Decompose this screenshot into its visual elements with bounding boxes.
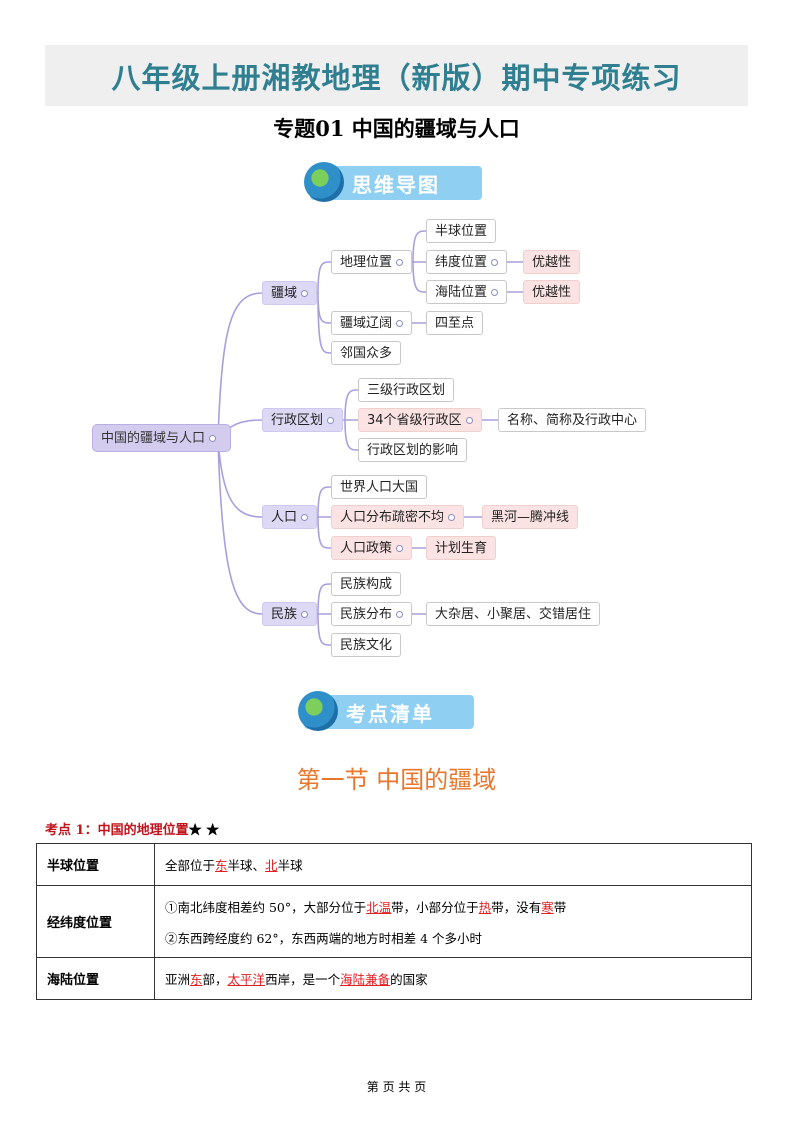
- page-header: 八年级上册湘教地理（新版）期中专项练习: [45, 45, 748, 106]
- mindmap-root[interactable]: 中国的疆域与人口: [92, 424, 231, 452]
- answer: 东: [190, 972, 203, 987]
- node-banqiu[interactable]: 半球位置: [426, 219, 497, 243]
- globe-icon: [298, 691, 338, 731]
- collapse-icon[interactable]: [396, 259, 404, 266]
- kaodian-heading: 考点 1：中国的地理位置★ ★: [45, 819, 219, 838]
- star-rating: ★ ★: [188, 823, 220, 838]
- collapse-icon[interactable]: [491, 289, 499, 296]
- banner-label: 考点清单: [346, 701, 434, 726]
- collapse-icon[interactable]: [301, 514, 309, 521]
- geo-position-table: 半球位置 全部位于东半球、北半球 经纬度位置 ①南北纬度相差约 50°，大部分位…: [36, 843, 752, 1000]
- node-label: 疆域: [271, 286, 298, 301]
- answer: 北温: [366, 899, 392, 915]
- mindmap-banner: 思维导图: [304, 162, 482, 202]
- node-heihe[interactable]: 黑河—腾冲线: [482, 505, 579, 529]
- row-value: 亚洲东部，太平洋西岸，是一个海陆兼备的国家: [154, 957, 752, 1000]
- answer: 北: [265, 858, 278, 873]
- node-youyue-2[interactable]: 优越性: [523, 280, 581, 304]
- connector: [217, 292, 263, 439]
- answer: 海陆兼备: [340, 972, 391, 987]
- node-label: 纬度位置: [435, 255, 488, 270]
- row-key: 半球位置: [36, 843, 155, 886]
- connector: [217, 437, 263, 518]
- node-weidu[interactable]: 纬度位置: [426, 250, 508, 274]
- node-label: 海陆位置: [435, 285, 488, 300]
- node-sizhi[interactable]: 四至点: [426, 311, 484, 335]
- collapse-icon[interactable]: [465, 417, 473, 424]
- node-dili[interactable]: 地理位置: [331, 250, 413, 274]
- node-sheng[interactable]: 34个省级行政区: [358, 408, 482, 432]
- node-zhengce[interactable]: 人口政策: [331, 536, 413, 560]
- node-jihua[interactable]: 计划生育: [426, 536, 497, 560]
- text: 带，没有: [491, 899, 542, 915]
- node-renkou[interactable]: 人口: [262, 505, 318, 529]
- node-mingcheng[interactable]: 名称、简称及行政中心: [498, 408, 647, 432]
- node-label: 行政区划: [271, 413, 324, 428]
- table-row: 经纬度位置 ①南北纬度相差约 50°，大部分位于北温带，小部分位于热带，没有寒带…: [36, 885, 752, 958]
- collapse-icon[interactable]: [396, 611, 404, 618]
- collapse-icon[interactable]: [301, 611, 309, 618]
- node-label: 34个省级行政区: [367, 413, 462, 428]
- node-sanji[interactable]: 三级行政区划: [358, 378, 455, 402]
- text: 带: [553, 899, 567, 915]
- collapse-icon[interactable]: [301, 290, 309, 297]
- collapse-icon[interactable]: [448, 514, 456, 521]
- answer: 东: [215, 858, 228, 873]
- node-label: 民族: [271, 607, 298, 622]
- collapse-icon[interactable]: [491, 259, 499, 266]
- node-zaju[interactable]: 大杂居、小聚居、交错居住: [426, 602, 601, 626]
- text: 带，小部分位于: [391, 899, 479, 915]
- collapse-icon[interactable]: [327, 417, 335, 424]
- node-jiangyu[interactable]: 疆域: [262, 281, 318, 305]
- node-yingxiang[interactable]: 行政区划的影响: [358, 438, 468, 462]
- node-hailu[interactable]: 海陆位置: [426, 280, 508, 304]
- text: 亚洲: [165, 972, 191, 987]
- globe-icon: [304, 162, 344, 202]
- text: 西岸，是一个: [265, 972, 341, 987]
- node-goucheng[interactable]: 民族构成: [331, 572, 402, 596]
- node-label: 中国的疆域与人口: [101, 431, 206, 446]
- row-key: 经纬度位置: [36, 885, 155, 958]
- text: 半球、: [227, 858, 266, 873]
- node-label: 民族分布: [340, 607, 393, 622]
- page-subtitle: 专题01 中国的疆域与人口: [273, 116, 520, 141]
- row-key: 海陆位置: [36, 957, 155, 1000]
- table-row: 海陆位置 亚洲东部，太平洋西岸，是一个海陆兼备的国家: [36, 957, 752, 1000]
- connector: [217, 437, 263, 615]
- row-value: 全部位于东半球、北半球: [154, 843, 752, 886]
- node-minzu[interactable]: 民族: [262, 602, 318, 626]
- text: 的国家: [390, 972, 428, 987]
- node-label: 人口分布疏密不均: [340, 510, 445, 525]
- node-label: 地理位置: [340, 255, 393, 270]
- node-fenbu[interactable]: 人口分布疏密不均: [331, 505, 465, 529]
- page-footer: 第 页 共 页: [366, 1080, 427, 1094]
- node-xingzheng[interactable]: 行政区划: [262, 408, 344, 432]
- node-daguo[interactable]: 世界人口大国: [331, 475, 428, 499]
- kaodian-label: 考点 1：中国的地理位置: [45, 823, 189, 838]
- row-value: ①南北纬度相差约 50°，大部分位于北温带，小部分位于热带，没有寒带 ②东西跨经度…: [154, 885, 752, 958]
- text: 部，: [202, 972, 228, 987]
- text: 半球: [277, 858, 303, 873]
- table-row: 半球位置 全部位于东半球、北半球: [36, 843, 752, 886]
- answer: 太平洋: [227, 972, 266, 987]
- section-title: 第一节 中国的疆域: [296, 766, 497, 794]
- text: 全部位于: [165, 858, 216, 873]
- node-wenhua[interactable]: 民族文化: [331, 633, 402, 657]
- answer: 寒: [541, 899, 554, 915]
- node-label: 疆域辽阔: [340, 316, 393, 331]
- checklist-banner: 考点清单: [298, 691, 474, 731]
- banner-label: 思维导图: [352, 172, 440, 197]
- node-label: 人口: [271, 510, 298, 525]
- text: ①南北纬度相差约 50°，大部分位于: [165, 899, 367, 915]
- node-label: 人口政策: [340, 541, 393, 556]
- node-mzfenbu[interactable]: 民族分布: [331, 602, 413, 626]
- collapse-icon[interactable]: [396, 545, 404, 552]
- node-linguo[interactable]: 邻国众多: [331, 341, 402, 365]
- answer: 热: [478, 899, 492, 915]
- text: ②东西跨经度约 62°，东西两端的地方时相差 4 个多小时: [165, 930, 483, 946]
- collapse-icon[interactable]: [209, 435, 217, 442]
- collapse-icon[interactable]: [396, 320, 404, 327]
- node-liaokuo[interactable]: 疆域辽阔: [331, 311, 413, 335]
- node-youyue-1[interactable]: 优越性: [523, 250, 581, 274]
